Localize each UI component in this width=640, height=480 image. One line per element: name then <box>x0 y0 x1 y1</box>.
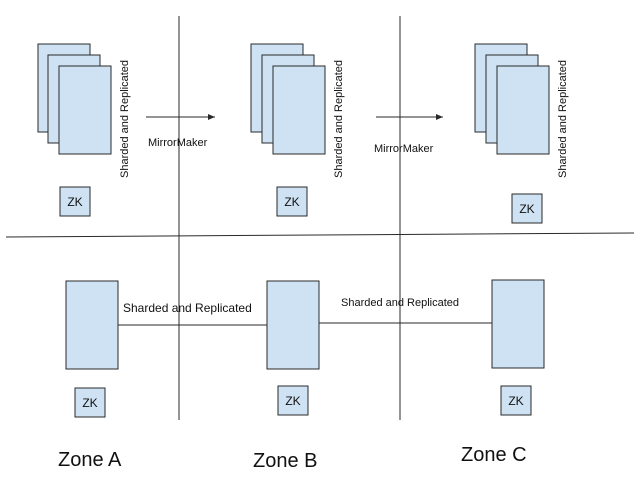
zk-label: ZK <box>508 394 523 408</box>
zk-label: ZK <box>67 195 82 209</box>
zone-b-top-cluster: Sharded and Replicated ZK <box>250 43 345 217</box>
zk-box <box>277 385 309 416</box>
zk-box <box>511 193 543 224</box>
zk-box <box>500 385 532 416</box>
zone-c-top-cluster: Sharded and Replicated ZK <box>474 43 569 224</box>
link-label: Sharded and Replicated <box>123 301 252 315</box>
broker-stack-box <box>496 65 550 155</box>
zk-box <box>74 387 106 418</box>
zk-label: ZK <box>82 396 97 410</box>
stack-label: Sharded and Replicated <box>557 60 569 178</box>
zone-labels: Zone A Zone B Zone C <box>58 444 527 472</box>
zone-a-bottom-cluster: ZK <box>65 280 119 418</box>
zone-b-label: Zone B <box>253 450 317 472</box>
stack-label: Sharded and Replicated <box>333 60 345 178</box>
link-label: Sharded and Replicated <box>341 297 459 309</box>
broker-box <box>266 280 320 370</box>
mirrormaker-b-to-c: MirrorMaker <box>374 114 443 155</box>
zk-label: ZK <box>519 202 534 216</box>
broker-box <box>65 280 119 370</box>
mirror-label: MirrorMaker <box>148 137 208 149</box>
mirror-label: MirrorMaker <box>374 143 434 155</box>
grid-lines <box>5 16 635 420</box>
zone-a-top-cluster: Sharded and Replicated ZK <box>37 43 131 217</box>
stretched-cluster-links: Sharded and Replicated Sharded and Repli… <box>118 297 492 326</box>
row-divider <box>5 232 635 238</box>
stack-label: Sharded and Replicated <box>119 60 131 178</box>
zk-box <box>276 186 308 217</box>
zk-label: ZK <box>284 195 299 209</box>
zone-b-bottom-cluster: ZK <box>266 280 320 416</box>
zone-a-label: Zone A <box>58 449 122 471</box>
zone-c-bottom-cluster: ZK <box>491 279 545 416</box>
mirrormaker-a-to-b: MirrorMaker <box>146 114 215 149</box>
zk-box <box>59 186 91 217</box>
broker-box <box>491 279 545 369</box>
broker-stack-box <box>58 65 112 155</box>
zk-label: ZK <box>285 394 300 408</box>
broker-stack-box <box>272 65 326 155</box>
zone-c-label: Zone C <box>461 444 527 466</box>
